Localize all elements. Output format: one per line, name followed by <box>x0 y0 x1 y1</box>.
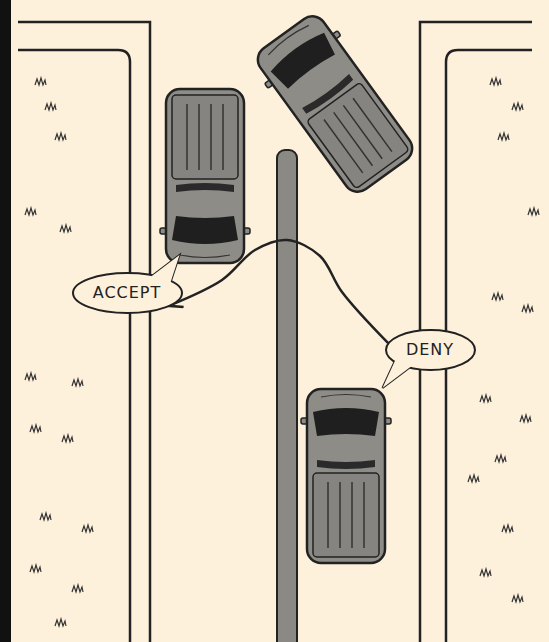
curb-line <box>18 50 130 642</box>
grass-tuft <box>55 619 66 626</box>
bubble-text: DENY <box>406 340 455 359</box>
grass-tuft <box>512 103 523 110</box>
bubble-tail-fill <box>382 359 411 388</box>
grass-tuft <box>60 225 71 232</box>
grass-tuft <box>528 208 539 215</box>
grass-tuft <box>522 305 533 312</box>
car <box>160 89 250 263</box>
grass-tuft <box>55 133 66 140</box>
u-turn-arrow <box>169 240 388 343</box>
grass-tuft <box>62 435 73 442</box>
grass-tuft <box>520 415 531 422</box>
grass-tuft <box>495 455 506 462</box>
grass-tuft <box>498 133 509 140</box>
grass-tuft <box>45 103 56 110</box>
grass-tuft <box>502 525 513 532</box>
edge-bar <box>0 0 11 642</box>
grass-tufts <box>25 78 539 626</box>
grass-tuft <box>30 425 41 432</box>
grass-tuft <box>512 595 523 602</box>
speech-bubble: ACCEPT <box>71 271 184 315</box>
grass-tuft <box>468 475 479 482</box>
grass-tuft <box>40 513 51 520</box>
grass-tuft <box>480 569 491 576</box>
grass-tuft <box>82 525 93 532</box>
grass-tuft <box>480 395 491 402</box>
speech-bubble: DENY <box>384 328 477 372</box>
grass-tuft <box>490 78 501 85</box>
median-pole <box>277 150 297 642</box>
car <box>301 389 391 563</box>
grass-tuft <box>72 585 83 592</box>
grass-tuft <box>492 293 503 300</box>
car <box>247 7 422 201</box>
grass-tuft <box>30 565 41 572</box>
bubble-tail-fill <box>150 255 179 284</box>
grass-tuft <box>25 208 36 215</box>
bubble-text: ACCEPT <box>93 283 162 302</box>
grass-tuft <box>25 373 36 380</box>
grass-tuft <box>72 379 83 386</box>
curb-line <box>18 22 150 642</box>
grass-tuft <box>35 78 46 85</box>
